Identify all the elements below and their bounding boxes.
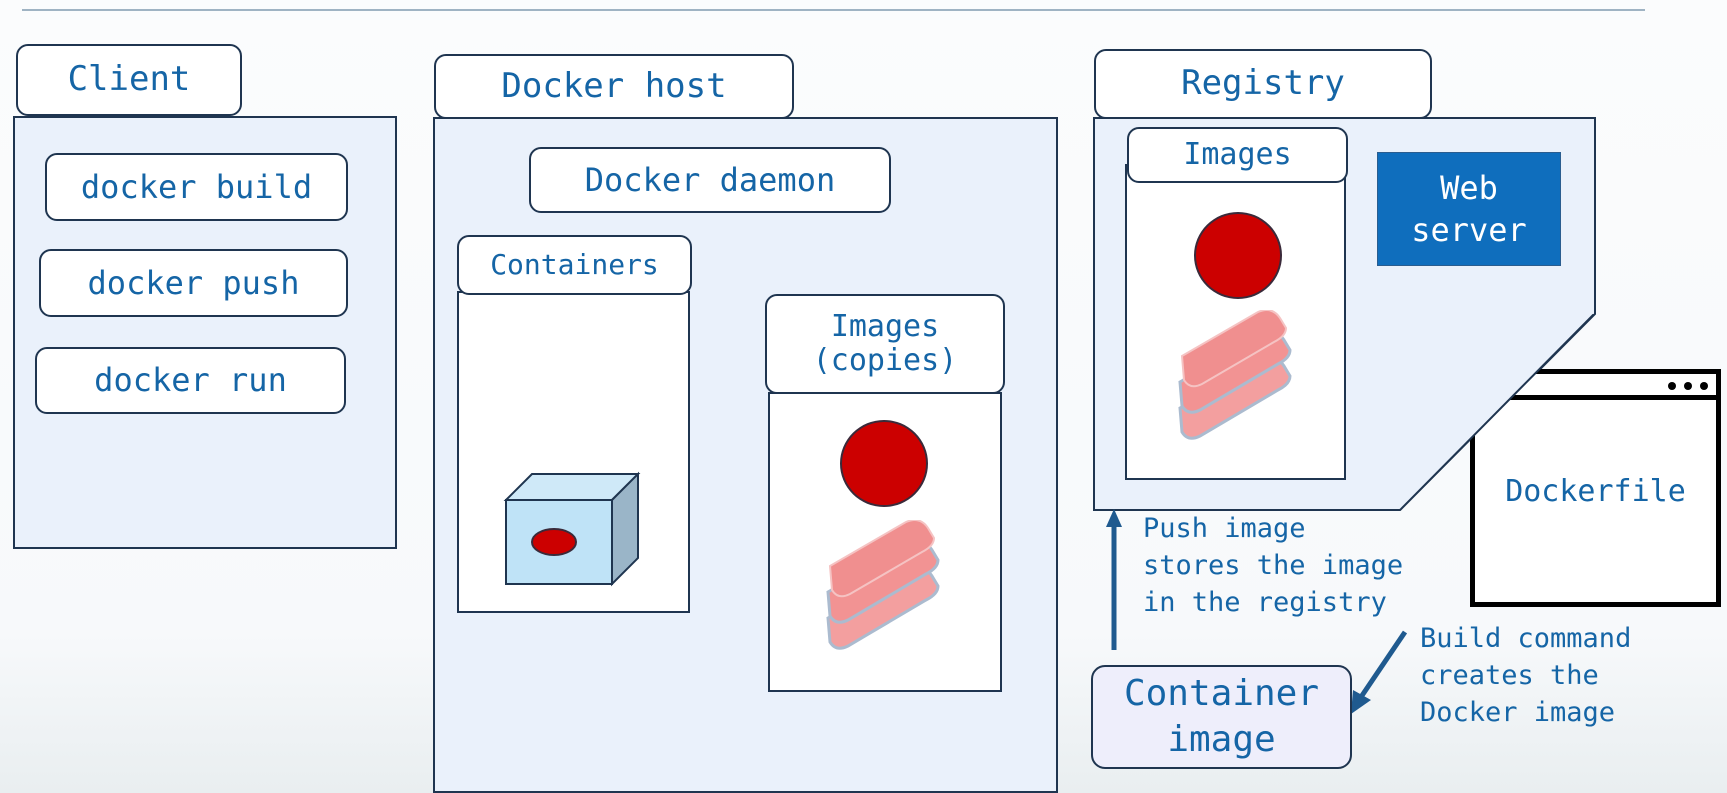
build-arrow-icon [1351,630,1408,714]
build-annotation: Build command creates the Docker image [1420,623,1632,728]
window-dot-icon [1668,382,1676,390]
push-arrow-icon [1106,509,1122,650]
docker-build-command[interactable]: docker build [45,153,348,221]
push-annotation: Push image stores the image in the regis… [1143,513,1404,618]
container-image-line1: Container [1123,673,1320,714]
docker-push-command[interactable]: docker push [39,249,348,317]
image-copies-title-line2: (copies) [812,343,958,378]
dockerfile-window: Dockerfile [1470,369,1721,607]
window-dot-icon [1684,382,1692,390]
registry-images-title: Images [1127,127,1348,183]
registry-title: Registry [1094,49,1432,119]
window-dot-icon [1700,382,1708,390]
registry-image-layers-icon [1178,310,1292,440]
web-server: Web server [1377,152,1561,266]
image-copies-title-line1: Images [830,308,940,344]
docker-daemon: Docker daemon [529,147,891,213]
top-divider [22,9,1645,11]
container-cube-icon [503,471,641,587]
client-title: Client [16,44,242,116]
docker-host-title: Docker host [434,54,794,119]
container-image-box: Container image [1091,665,1352,769]
image-layers-icon [826,520,940,650]
containers-box [457,291,690,613]
dockerfile-label: Dockerfile [1505,474,1686,509]
web-server-line1: Web [1440,169,1498,207]
docker-run-command[interactable]: docker run [35,347,346,414]
web-server-line2: server [1411,211,1527,249]
registry-corner-overlay [1400,314,1595,511]
containers-title: Containers [457,235,692,295]
registry-image-circle-icon [1194,212,1282,299]
image-copies-title: Images (copies) [765,294,1005,394]
image-circle-icon [840,420,928,507]
container-image-line2: image [1167,719,1276,760]
dockerfile-titlebar [1475,374,1716,400]
